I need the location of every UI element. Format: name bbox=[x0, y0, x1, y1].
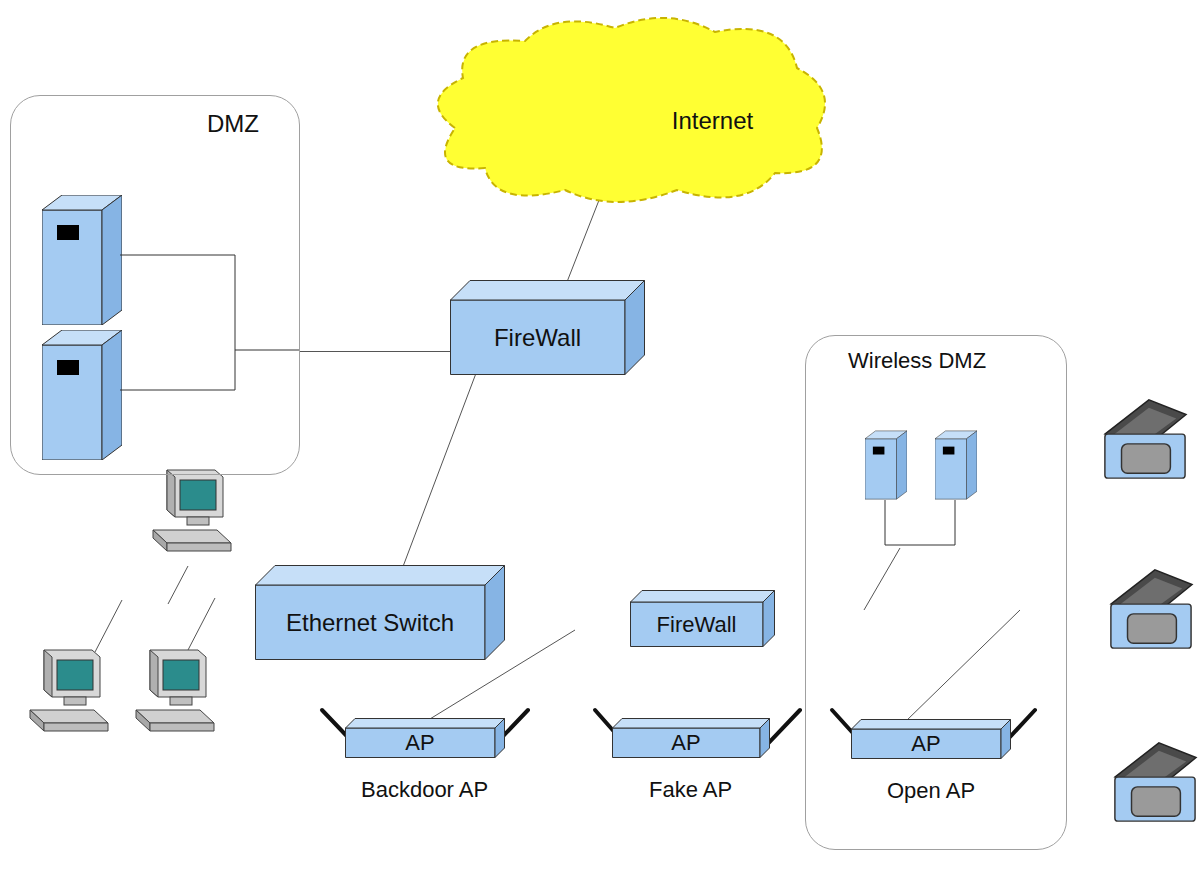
box-label: FireWall bbox=[494, 324, 581, 352]
ap-box: AP bbox=[851, 719, 1011, 759]
connector-line bbox=[300, 351, 450, 352]
device-box: FireWall bbox=[630, 590, 775, 647]
connector bbox=[567, 193, 602, 282]
access-point: AP Backdoor AP bbox=[322, 715, 528, 815]
cloud-label: Internet bbox=[672, 107, 753, 135]
box-face: AP bbox=[345, 728, 495, 758]
box-top bbox=[451, 281, 645, 301]
ap-box: AP bbox=[612, 718, 770, 758]
connector bbox=[400, 375, 475, 575]
box-label: FireWall bbox=[657, 612, 737, 638]
connector bbox=[300, 351, 450, 352]
connector-line bbox=[567, 193, 602, 282]
box-top bbox=[346, 719, 505, 729]
box-face: AP bbox=[612, 728, 760, 758]
box-face: FireWall bbox=[630, 602, 763, 647]
box-side bbox=[1001, 720, 1011, 759]
ap-caption: Fake AP bbox=[649, 777, 732, 803]
box-face: FireWall bbox=[450, 300, 625, 375]
access-point: AP Open AP bbox=[831, 716, 1031, 816]
box-front bbox=[346, 728, 496, 758]
zone-region: DMZ bbox=[10, 95, 300, 475]
box-top bbox=[256, 566, 505, 586]
region-title: Wireless DMZ bbox=[848, 348, 986, 374]
box-face: Ethernet Switch bbox=[255, 585, 485, 660]
cloud-face: Internet bbox=[415, 8, 840, 213]
box-label: AP bbox=[911, 731, 940, 757]
box-side bbox=[495, 719, 505, 758]
device-box: FireWall bbox=[450, 280, 645, 375]
region-title: DMZ bbox=[207, 110, 259, 138]
box-label: Ethernet Switch bbox=[286, 609, 454, 637]
box-side bbox=[760, 719, 770, 758]
box-front bbox=[631, 602, 764, 647]
box-face: AP bbox=[851, 729, 1001, 759]
internet-cloud: Internet bbox=[415, 8, 840, 213]
box-label: AP bbox=[405, 730, 434, 756]
box-side bbox=[485, 566, 505, 660]
cloud-shape bbox=[438, 18, 825, 202]
ap-box: AP bbox=[345, 718, 505, 758]
box-front bbox=[451, 300, 626, 375]
cloud-outline bbox=[415, 8, 840, 213]
connector-line bbox=[400, 375, 475, 575]
box-front bbox=[613, 728, 761, 758]
box-front bbox=[256, 585, 486, 660]
box-top bbox=[852, 720, 1011, 730]
access-point: AP Fake AP bbox=[590, 715, 792, 815]
box-side bbox=[625, 281, 645, 375]
ap-caption: Backdoor AP bbox=[361, 777, 488, 803]
box-top bbox=[613, 719, 770, 729]
box-front bbox=[852, 729, 1002, 759]
box-side bbox=[763, 591, 775, 647]
ap-caption: Open AP bbox=[887, 778, 975, 804]
box-label: AP bbox=[671, 730, 700, 756]
device-box: Ethernet Switch bbox=[255, 565, 505, 660]
zone-region: Wireless DMZ AP Open AP bbox=[805, 335, 1067, 850]
box-top bbox=[631, 591, 775, 603]
